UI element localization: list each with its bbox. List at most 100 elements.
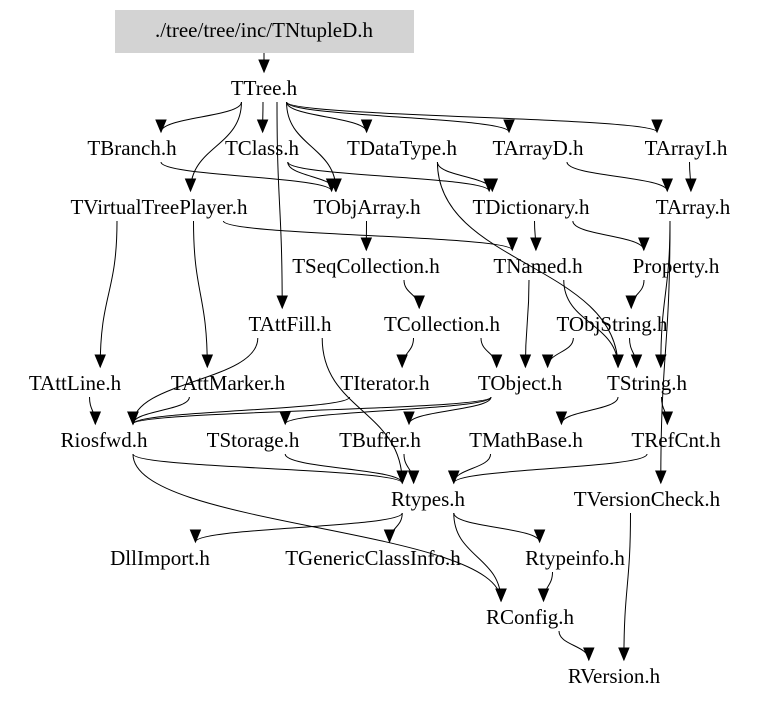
arrowhead-icon: [403, 411, 415, 426]
node-label: Rtypeinfo.h: [525, 546, 625, 570]
node-tclass[interactable]: TClass.h: [225, 136, 300, 160]
node-tmathbase[interactable]: TMathBase.h: [469, 428, 583, 452]
edge-ttree-to-tarrayi: [286, 101, 658, 133]
node-tarrayi[interactable]: TArrayI.h: [645, 136, 728, 160]
node-tattmarker[interactable]: TAttMarker.h: [171, 371, 286, 395]
node-label: TObjArray.h: [313, 195, 421, 219]
edge-tobject-to-tbuffer: [408, 396, 492, 425]
arrowhead-icon: [155, 119, 167, 134]
edge-tobjstring-to-tobject: [547, 337, 574, 368]
edge-tvirtualtreeplayer-to-tattmarker: [193, 220, 208, 368]
node-label: TArray.h: [656, 195, 731, 219]
node-label: TObjString.h: [556, 312, 668, 336]
node-label: TVirtualTreePlayer.h: [70, 195, 248, 219]
edge-tobject-to-tstorage: [284, 396, 492, 425]
arrowhead-icon: [661, 411, 674, 426]
arrowhead-icon: [661, 178, 673, 193]
edge-ttree-to-tattfill: [276, 101, 283, 309]
edge-tstorage-to-rtypes: [284, 453, 403, 484]
edge-tstring-to-tmathbase: [560, 396, 619, 425]
arrowhead-icon: [495, 588, 507, 603]
edge-trefcnt-to-rtypes: [453, 453, 648, 484]
arrowhead-icon: [651, 119, 663, 134]
node-tstring[interactable]: TString.h: [607, 371, 687, 395]
node-tobject[interactable]: TObject.h: [478, 371, 563, 395]
arrowhead-icon: [486, 178, 499, 193]
node-tbuffer[interactable]: TBuffer.h: [339, 428, 421, 452]
edge-tdictionary-to-property: [572, 220, 645, 251]
node-label: TDictionary.h: [472, 195, 590, 219]
node-rversion[interactable]: RVersion.h: [568, 664, 661, 688]
node-label: TBuffer.h: [339, 428, 421, 452]
arrowhead-icon: [279, 411, 291, 426]
arrowhead-icon: [612, 354, 624, 369]
node-label: Rtypes.h: [391, 487, 466, 511]
node-tgenericclassinfo[interactable]: TGenericClassInfo.h: [285, 546, 461, 570]
arrowhead-icon: [685, 178, 697, 193]
arrowhead-icon: [490, 354, 503, 369]
edge-tnamed-to-tstring: [563, 279, 619, 368]
edge-titerator-to-riosfwd: [132, 396, 351, 425]
edge-ttree-to-tarrayd: [286, 101, 510, 133]
arrowhead-icon: [189, 529, 202, 544]
node-tdictionary[interactable]: TDictionary.h: [472, 195, 590, 219]
node-label: TArrayI.h: [645, 136, 728, 160]
node-tbranch[interactable]: TBranch.h: [87, 136, 177, 160]
node-tversioncheck[interactable]: TVersionCheck.h: [574, 487, 721, 511]
node-tarray[interactable]: TArray.h: [656, 195, 731, 219]
arrowhead-icon: [533, 529, 546, 544]
node-root[interactable]: ./tree/tree/inc/TNtupleD.h: [115, 10, 414, 53]
node-tattfill[interactable]: TAttFill.h: [249, 312, 332, 336]
node-dllimport[interactable]: DllImport.h: [110, 546, 210, 570]
node-label: Property.h: [633, 254, 720, 278]
node-tattline[interactable]: TAttLine.h: [29, 371, 122, 395]
node-label: TArrayD.h: [492, 136, 584, 160]
edge-rconfig-to-rversion: [558, 630, 590, 661]
node-property[interactable]: Property.h: [633, 254, 720, 278]
edge-tobject-to-riosfwd: [132, 396, 492, 425]
edge-rtypes-to-dllimport: [194, 512, 403, 543]
node-tarrayd[interactable]: TArrayD.h: [492, 136, 584, 160]
arrowhead-icon: [638, 237, 650, 252]
edge-tvirtualtreeplayer-to-tnamed: [222, 220, 513, 251]
edge-rtypes-to-rconfig: [453, 512, 502, 602]
node-tseqcollection[interactable]: TSeqCollection.h: [292, 254, 440, 278]
node-titerator[interactable]: TIterator.h: [340, 371, 430, 395]
arrowhead-icon: [258, 59, 270, 74]
edge-tvirtualtreeplayer-to-tattline: [99, 220, 118, 368]
node-label: RConfig.h: [486, 605, 575, 629]
node-tobjstring[interactable]: TObjString.h: [556, 312, 668, 336]
arrowhead-icon: [618, 647, 630, 662]
node-label: TSeqCollection.h: [292, 254, 440, 278]
node-label: TAttFill.h: [249, 312, 332, 336]
arrowhead-icon: [329, 178, 342, 193]
arrowhead-icon: [655, 470, 667, 485]
arrowhead-icon: [276, 295, 288, 310]
edge-tdatatype-to-tstring: [436, 161, 619, 368]
edge-tarrayd-to-tarray: [566, 161, 668, 192]
node-rconfig[interactable]: RConfig.h: [486, 605, 575, 629]
arrowhead-icon: [396, 354, 408, 369]
node-label: TDataType.h: [347, 136, 457, 160]
edge-ttree-to-tobjarray: [286, 101, 337, 192]
node-tdatatype[interactable]: TDataType.h: [347, 136, 457, 160]
node-label: TAttLine.h: [29, 371, 122, 395]
arrowhead-icon: [360, 237, 373, 252]
node-trefcnt[interactable]: TRefCnt.h: [631, 428, 721, 452]
node-riosfwd[interactable]: Riosfwd.h: [61, 428, 148, 452]
arrowhead-icon: [519, 354, 532, 369]
node-tstorage[interactable]: TStorage.h: [207, 428, 300, 452]
node-label: TGenericClassInfo.h: [285, 546, 461, 570]
node-rtypes[interactable]: Rtypes.h: [391, 487, 466, 511]
node-rtypeinfo[interactable]: Rtypeinfo.h: [525, 546, 625, 570]
node-tvirtualtreeplayer[interactable]: TVirtualTreePlayer.h: [70, 195, 248, 219]
node-tnamed[interactable]: TNamed.h: [493, 254, 583, 278]
node-ttree[interactable]: TTree.h: [231, 76, 298, 100]
node-tcollection[interactable]: TCollection.h: [384, 312, 501, 336]
arrowhead-icon: [506, 237, 518, 252]
arrowhead-icon: [360, 119, 373, 134]
arrowhead-icon: [503, 119, 515, 134]
arrowhead-icon: [537, 588, 550, 603]
node-tobjarray[interactable]: TObjArray.h: [313, 195, 421, 219]
node-label: TString.h: [607, 371, 687, 395]
